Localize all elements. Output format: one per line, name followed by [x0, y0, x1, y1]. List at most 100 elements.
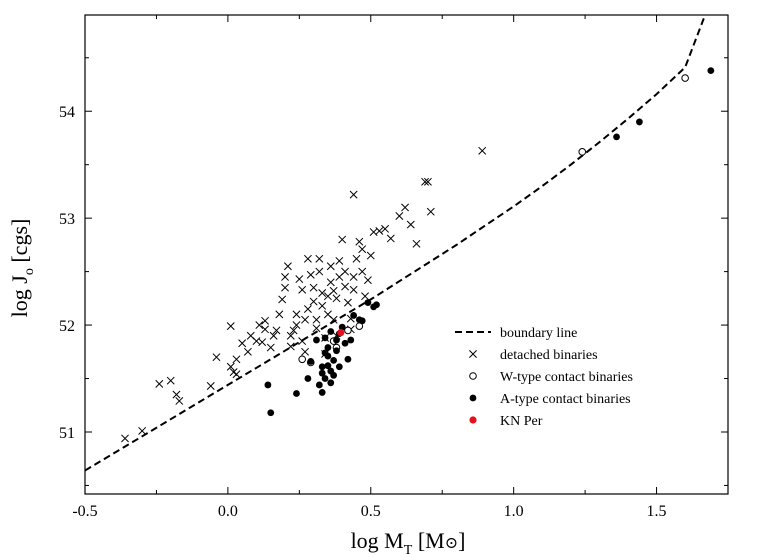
detached-binary-point [312, 324, 321, 333]
detached-binary-point [266, 343, 275, 352]
detached-binary-point [335, 256, 344, 265]
w-type-contact-binary-point [344, 326, 352, 335]
a-type-contact-binary-point [330, 356, 338, 364]
detached-binary-point [243, 347, 252, 356]
detached-binary-point [358, 267, 367, 276]
detached-binary-point [295, 275, 304, 284]
detached-binary-point [329, 315, 338, 324]
detached-binary-point [426, 207, 435, 216]
a-type-contact-binary-point [335, 363, 343, 371]
y-tick-label: 53 [59, 211, 75, 228]
detached-binary-point [258, 338, 267, 347]
detached-binary-point [281, 283, 289, 292]
legend-item: W-type contact binaries [469, 370, 633, 385]
detached-binary-point [303, 305, 312, 313]
a-type-contact-binary-point [364, 299, 372, 307]
legend-item: A-type contact binaries [469, 392, 631, 407]
detached-binary-point [395, 212, 404, 220]
legend-marker-icon [469, 416, 477, 424]
a-type-contact-binary-point [350, 312, 358, 319]
legend-item: boundary line [455, 326, 577, 341]
a-type-contact-binary-point [313, 336, 320, 344]
detached-binary-point [309, 283, 318, 292]
detached-binary-point [289, 326, 298, 335]
detached-binary-point [238, 339, 247, 348]
legend-label: A-type contact binaries [500, 392, 631, 407]
detached-binary-point [412, 239, 421, 248]
detached-binary-point [301, 315, 310, 324]
detached-binary-point [349, 272, 358, 281]
detached-binary-point [261, 316, 269, 325]
detached-binary-point [326, 278, 335, 287]
a-type-contact-binary-point [307, 358, 315, 365]
legend-marker-icon [469, 372, 477, 380]
x-tick-label: 0.0 [218, 503, 238, 520]
x-tick-label: 0.5 [361, 503, 381, 520]
a-type-contact-binary-point [324, 344, 332, 351]
detached-binary-point [301, 347, 310, 356]
detached-binary-point [423, 177, 432, 186]
detached-binary-point [292, 321, 301, 330]
a-type-contact-binary-point [321, 334, 329, 342]
a-type-contact-binary-point [293, 390, 300, 397]
a-type-contact-binary-point [333, 347, 340, 355]
a-type-contact-binary-point [341, 339, 349, 347]
detached-binary-point [283, 262, 292, 271]
plot-area [85, 15, 715, 472]
detached-binary-point [278, 295, 287, 304]
a-type-contact-binary-point [636, 118, 643, 126]
a-type-contact-binary-point [264, 381, 272, 389]
y-tick-label: 54 [59, 104, 75, 121]
detached-binary-point [406, 220, 415, 229]
detached-binary-point [349, 190, 358, 199]
detached-binary-point [292, 310, 301, 319]
a-type-contact-binary-point [318, 363, 326, 371]
detached-binary-point [375, 227, 384, 235]
detached-binary-point [343, 298, 352, 307]
legend-label: KN Per [500, 414, 543, 429]
x-tick-label: 1.0 [504, 503, 524, 520]
detached-binary-point [306, 270, 315, 279]
detached-binary-point [172, 390, 181, 399]
detached-binary-point [361, 292, 370, 301]
detached-binary-point [363, 276, 372, 285]
detached-binary-point [255, 321, 264, 330]
detached-binary-point [401, 203, 410, 212]
detached-binary-point [298, 337, 307, 346]
a-type-contact-binary-point [321, 375, 329, 382]
detached-binary-point [206, 382, 215, 390]
a-type-contact-binary-point [318, 389, 326, 396]
a-type-contact-binary-point [373, 301, 380, 309]
a-type-contact-binary-point [318, 369, 326, 377]
detached-binary-point [315, 254, 324, 263]
w-type-contact-binary-point [681, 74, 689, 82]
detached-binary-point [232, 355, 241, 364]
detached-binary-point [332, 294, 341, 303]
detached-binary-point [338, 235, 347, 244]
detached-binary-point [315, 267, 324, 276]
detached-binary-point [166, 376, 175, 385]
detached-binary-point [303, 254, 312, 263]
detached-binary-point [381, 224, 390, 233]
detached-binary-point [341, 282, 350, 291]
detached-binary-point [318, 301, 327, 310]
detached-binary-point [281, 272, 289, 281]
plot-frame [84, 14, 729, 495]
x-axis-title: log MT [M⊙] [351, 528, 466, 554]
y-axis-title: log Jo [cgs] [7, 219, 37, 318]
detached-binary-point [175, 397, 184, 405]
detached-binary-point [421, 177, 430, 186]
detached-binary-point [121, 434, 129, 443]
a-type-contact-binary-point [304, 375, 312, 382]
detached-binary-point [286, 331, 295, 340]
a-type-contact-binary-point [707, 67, 715, 74]
legend-label: detached binaries [500, 348, 598, 363]
detached-binary-point [341, 267, 350, 276]
y-tick-label: 52 [59, 318, 75, 335]
w-type-contact-binary-point [298, 355, 306, 364]
detached-binary-point [352, 254, 361, 263]
legend-label: boundary line [500, 326, 577, 341]
detached-binary-point [355, 237, 364, 246]
